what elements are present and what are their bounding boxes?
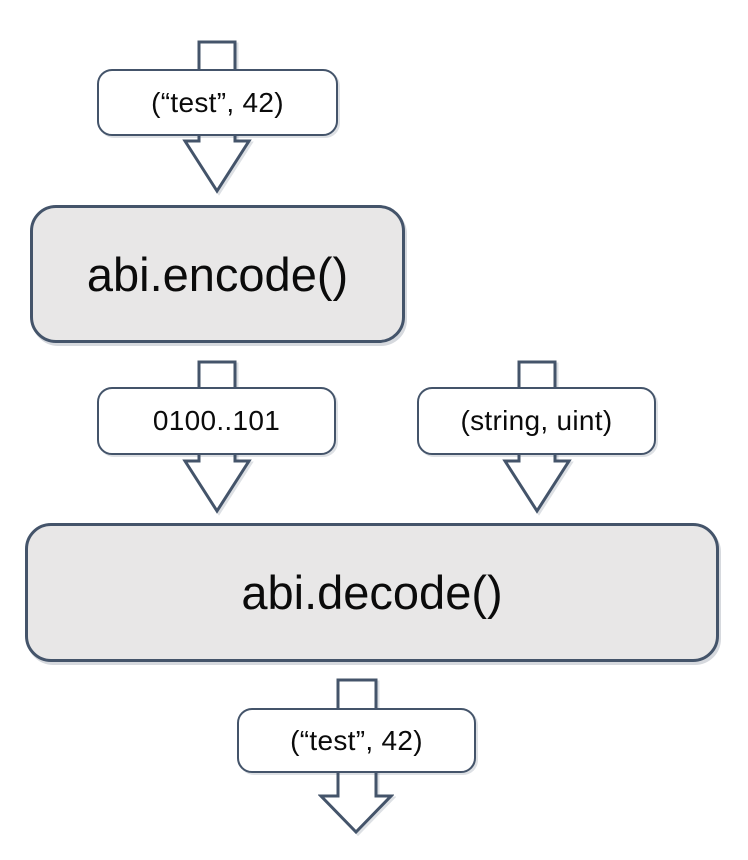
abi-encode-text: abi.encode() <box>86 247 349 301</box>
process-box-abi-encode: abi.encode() <box>30 205 405 343</box>
process-box-abi-decode: abi.decode() <box>25 523 719 662</box>
abi-decode-text: abi.decode() <box>241 566 503 619</box>
encoded-bytes-text: 0100..101 <box>152 405 281 436</box>
output-tuple-text: (“test”, 42) <box>290 724 423 756</box>
type-tuple-text: (string, uint) <box>460 405 613 436</box>
label-box-output-tuple: (“test”, 42) <box>237 708 476 773</box>
label-box-type-tuple: (string, uint) <box>417 387 656 455</box>
label-box-input-tuple: (“test”, 42) <box>97 69 338 136</box>
label-box-encoded-bytes: 0100..101 <box>97 387 336 455</box>
input-tuple-text: (“test”, 42) <box>151 86 284 118</box>
